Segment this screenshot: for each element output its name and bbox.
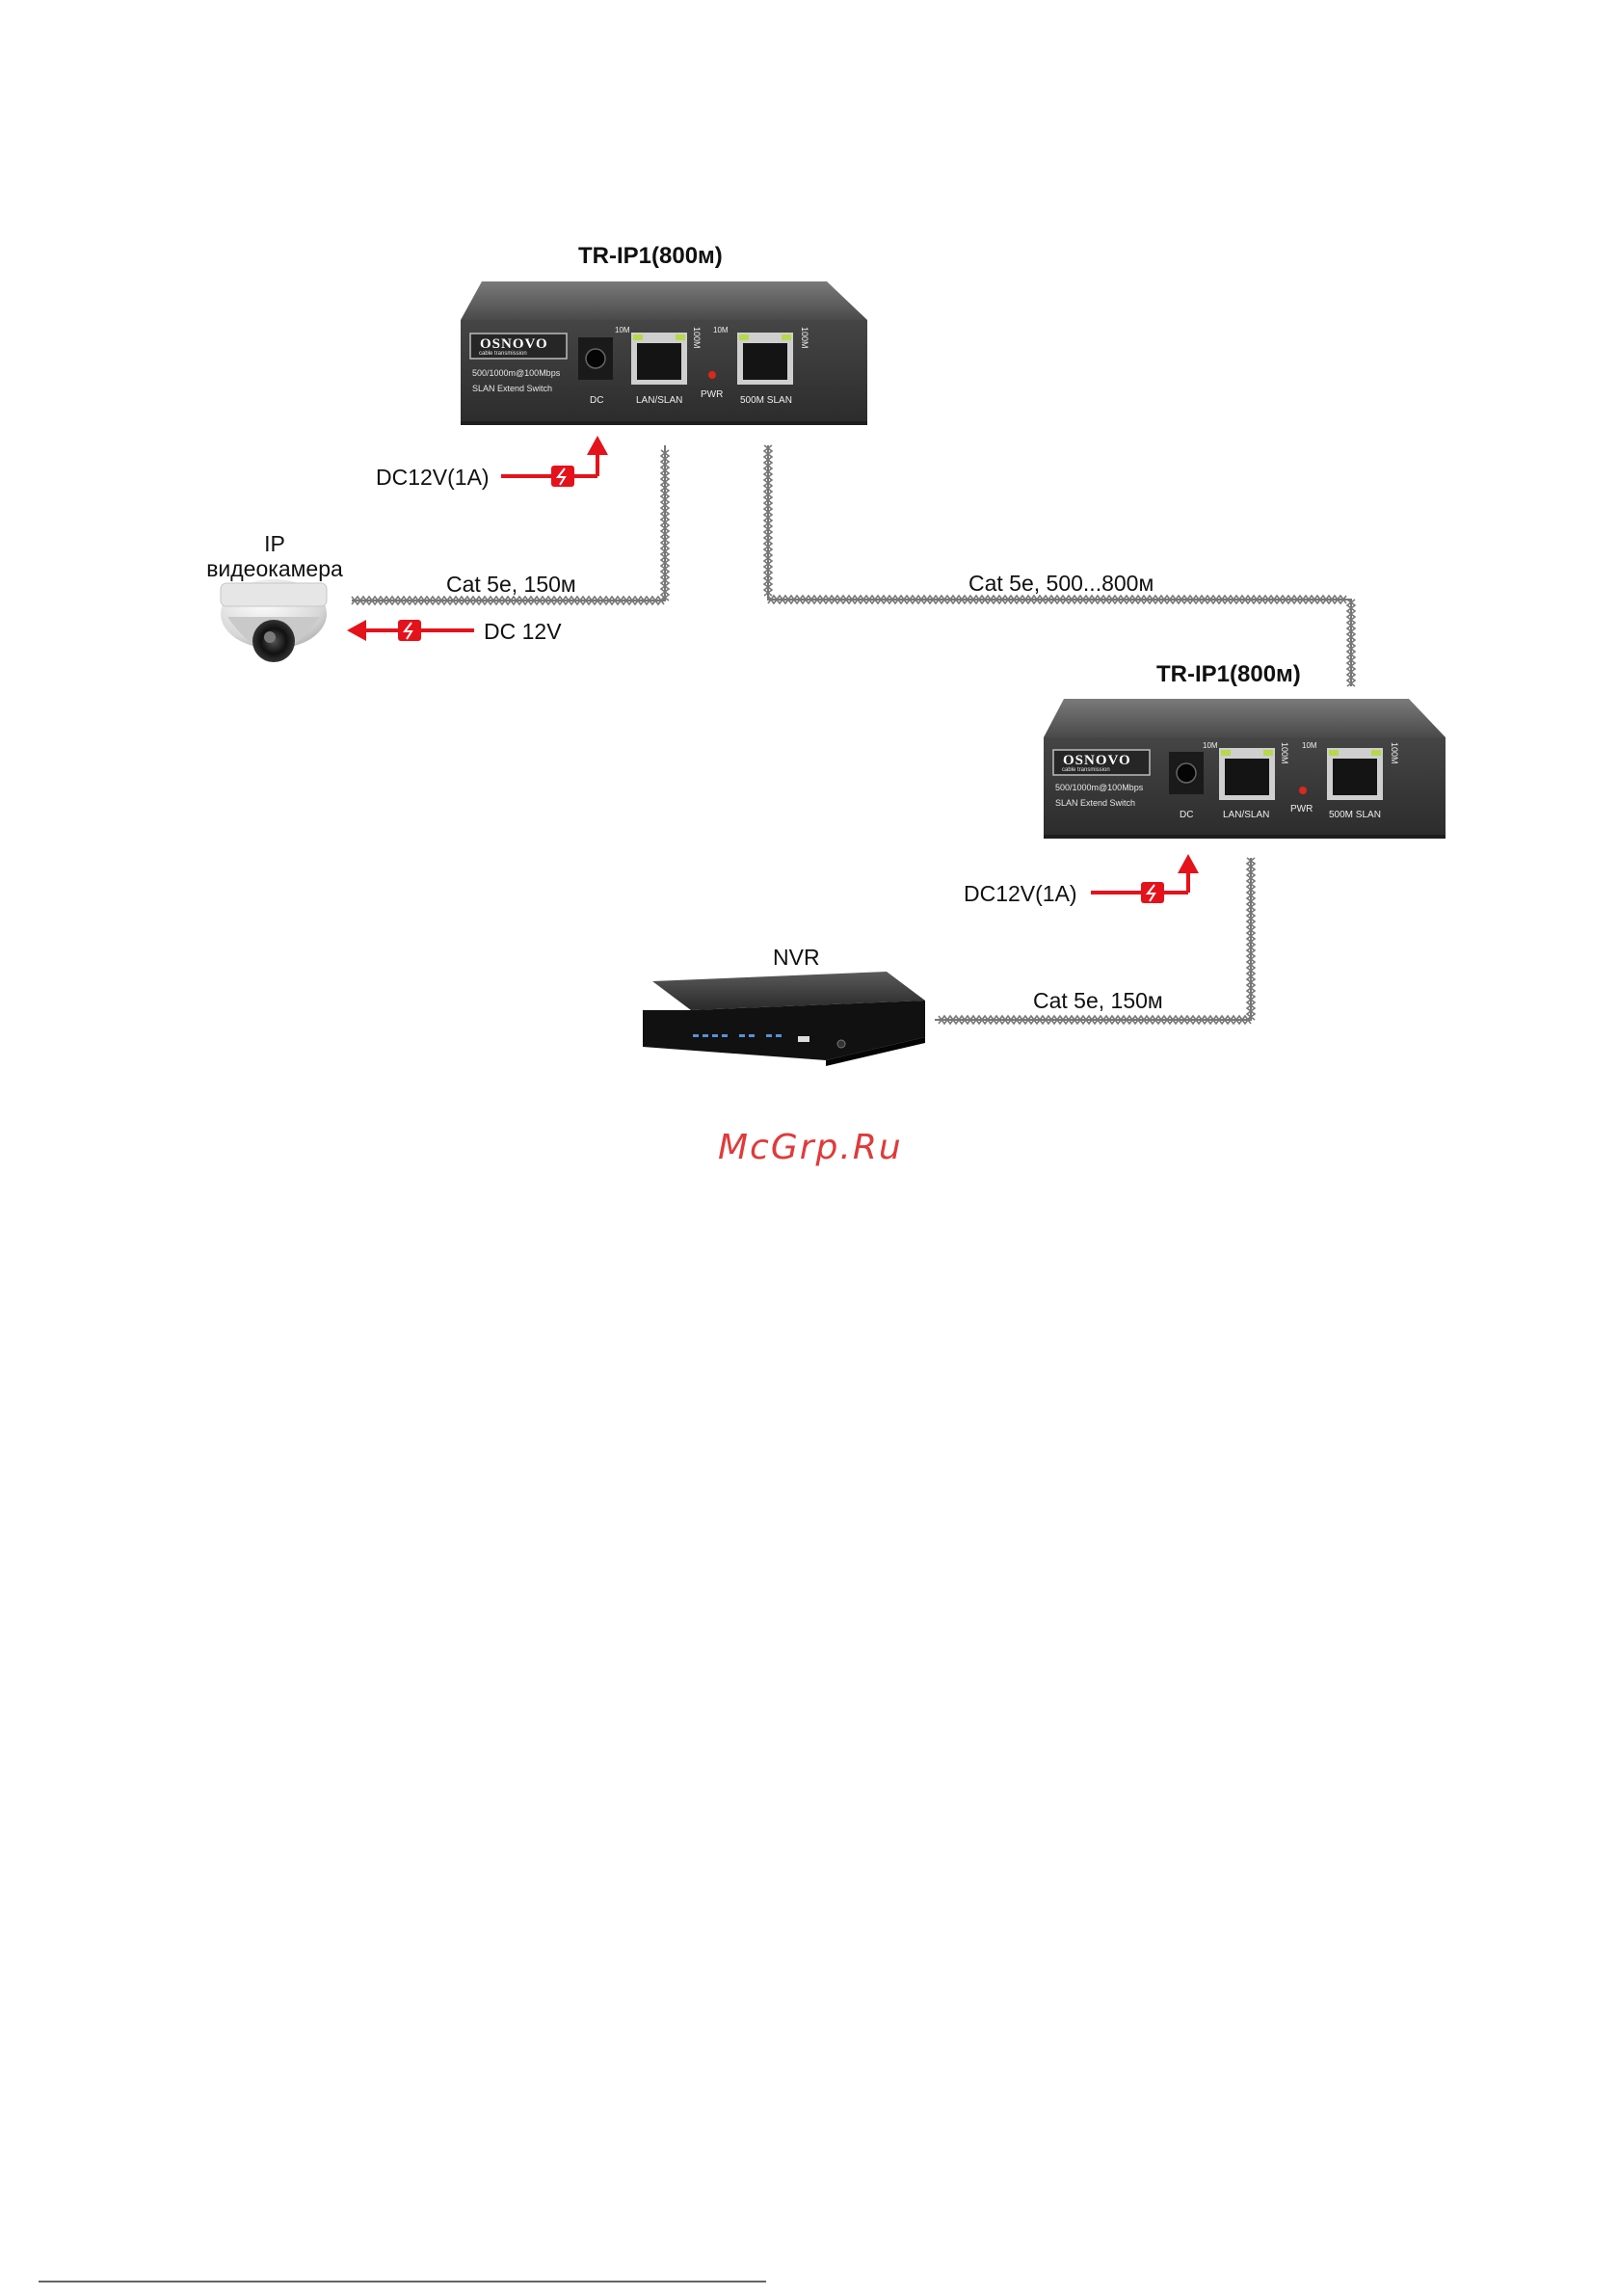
switch-top-spec2: SLAN Extend Switch xyxy=(472,384,553,393)
switch-top-led-10m: 10M xyxy=(615,326,630,334)
cable-twist-strand xyxy=(767,594,1347,605)
cable-twist-strand xyxy=(351,595,665,606)
switch-bottom-spec2: SLAN Extend Switch xyxy=(1055,798,1136,808)
switch-bottom-port-pwr: PWR xyxy=(1290,804,1313,814)
camera-label-line2: видеокамера xyxy=(206,556,343,581)
cable-trunk-link xyxy=(767,445,1352,686)
switch-top-spec1: 500/1000m@100Mbps xyxy=(472,368,561,378)
switch-top-brand: OSNOVO xyxy=(480,336,548,352)
switch-bottom xyxy=(1044,699,1446,839)
switch-top-led-100m-a: 100M xyxy=(692,327,702,349)
power-label-bottom: DC12V(1A) xyxy=(964,881,1077,906)
switch-top-led-10m-b: 10M xyxy=(713,326,729,334)
camera-label-line1: IP xyxy=(264,531,285,556)
cable-twist-strand xyxy=(1345,599,1357,687)
watermark-text: McGrp.Ru xyxy=(718,1128,903,1167)
switch-top-port-slan: 500M SLAN xyxy=(740,395,792,406)
page-footer-rule xyxy=(39,2281,766,2283)
switch-top-port-dc: DC xyxy=(590,395,604,406)
switch-top-brand-sub: cable transmission xyxy=(479,351,527,357)
cable-camera-link xyxy=(352,445,666,601)
cable-label-trunk: Cat 5e, 500...800м xyxy=(968,571,1154,596)
cable-twist-strand xyxy=(938,1014,1252,1026)
switch-bottom-spec1: 500/1000m@100Mbps xyxy=(1055,783,1144,792)
switch-bottom-title: TR-IP1(800м) xyxy=(1156,661,1301,687)
switch-bottom-led-10m-b: 10M xyxy=(1302,741,1317,750)
power-arrow-camera xyxy=(347,620,474,641)
cable-twist-strand xyxy=(1245,857,1257,1021)
power-arrow-bottom xyxy=(1091,854,1199,903)
switch-bottom-led-10m: 10M xyxy=(1203,741,1218,750)
ip-camera-icon xyxy=(220,579,328,662)
switch-bottom-led-100m-a: 100M xyxy=(1280,742,1289,764)
cable-twist-strand xyxy=(351,595,665,606)
cable-twist-strand xyxy=(659,449,671,601)
switch-top-title: TR-IP1(800м) xyxy=(578,243,723,269)
power-label-camera: DC 12V xyxy=(484,619,562,644)
cable-twist-strand xyxy=(762,444,774,597)
cable-twists xyxy=(351,444,1357,1026)
switch-bottom-brand-sub: cable transmission xyxy=(1062,767,1110,773)
cable-twist-strand xyxy=(938,1014,1252,1026)
cable-twist-strand xyxy=(659,449,671,601)
nvr-label: NVR xyxy=(773,945,820,970)
camera-label: IP видеокамера xyxy=(193,531,357,581)
cable-twist-strand xyxy=(767,594,1347,605)
switch-bottom-port-lan: LAN/SLAN xyxy=(1223,810,1270,820)
switch-top-led-100m-b: 100M xyxy=(800,327,809,349)
cable-twist-strand xyxy=(1245,857,1257,1021)
switch-top-port-pwr: PWR xyxy=(701,389,724,400)
cable-twist-strand xyxy=(762,444,774,597)
switch-bottom-port-slan: 500M SLAN xyxy=(1329,810,1381,820)
switch-top-port-lan: LAN/SLAN xyxy=(636,395,683,406)
cable-label-camera: Cat 5e, 150м xyxy=(446,572,576,597)
power-arrow-top xyxy=(501,436,608,487)
power-label-top: DC12V(1A) xyxy=(376,465,490,490)
cable-label-nvr: Cat 5e, 150м xyxy=(1033,988,1163,1013)
switch-bottom-brand: OSNOVO xyxy=(1063,753,1131,768)
switch-top xyxy=(461,281,867,425)
switch-bottom-port-dc: DC xyxy=(1180,810,1194,820)
nvr-icon xyxy=(643,972,925,1066)
switch-bottom-led-100m-b: 100M xyxy=(1390,742,1399,764)
